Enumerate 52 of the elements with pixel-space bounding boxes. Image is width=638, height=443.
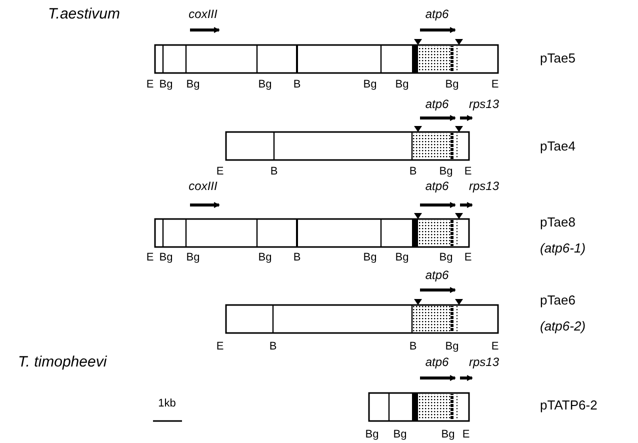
restriction-site-label: Bg (441, 430, 455, 440)
restriction-site-label: Bg (258, 80, 272, 90)
species-name: T.aestivum (48, 6, 120, 22)
restriction-site-label: B (293, 252, 301, 264)
restriction-site-label: B (409, 166, 417, 178)
restriction-site-label: Bg (258, 252, 272, 264)
clone-name: pTae5 (540, 52, 576, 64)
gene-copy-label: (atp6-1) (540, 242, 586, 254)
restriction-site-label: E (491, 342, 499, 352)
scale-label: 1kb (158, 398, 176, 410)
restriction-site-label: Bg (365, 430, 379, 440)
restriction-site-label: E (216, 342, 224, 352)
restriction-site-label: B (409, 342, 417, 352)
restriction-site-label: E (464, 166, 472, 178)
restriction-site-label: Bg (363, 252, 377, 264)
restriction-site-label: Bg (439, 252, 453, 264)
restriction-site-label: Bg (363, 80, 377, 90)
restriction-site-label: Bg (186, 80, 200, 90)
gene-label: coxIII (188, 180, 218, 192)
restriction-site-label: E (462, 430, 470, 440)
gene-label: atp6 (425, 269, 449, 281)
gene-copy-label: (atp6-2) (540, 320, 586, 332)
gene-label: atp6 (425, 356, 449, 368)
restriction-site-label: B (293, 80, 301, 90)
clone-name: pTae6 (540, 294, 576, 306)
gene-label: rps13 (468, 356, 500, 368)
species-name: T. timopheevi (18, 354, 107, 370)
restriction-site-label: E (146, 80, 154, 90)
restriction-site-label: Bg (186, 252, 200, 264)
restriction-site-label: Bg (159, 252, 173, 264)
restriction-site-label: B (269, 342, 277, 352)
restriction-site-label: E (491, 80, 499, 90)
gene-label: coxIII (188, 8, 218, 20)
restriction-site-label: Bg (393, 430, 407, 440)
restriction-site-label: Bg (445, 342, 459, 352)
clone-name: pTae8 (540, 216, 576, 228)
restriction-site-label: E (464, 252, 472, 264)
restriction-site-label: Bg (395, 80, 409, 90)
clone-name: pTae4 (540, 140, 576, 152)
gene-label: rps13 (468, 180, 500, 192)
clone-name: pTATP6-2 (540, 398, 598, 412)
restriction-site-label: B (270, 166, 278, 178)
gene-label: rps13 (468, 98, 500, 110)
gene-label: atp6 (425, 8, 449, 20)
restriction-site-label: Bg (395, 252, 409, 264)
restriction-site-label: E (216, 166, 224, 178)
restriction-site-label: Bg (445, 80, 459, 90)
restriction-site-label: E (146, 252, 154, 264)
restriction-site-label: Bg (159, 80, 173, 90)
gene-label: atp6 (425, 180, 449, 192)
restriction-site-label: Bg (439, 166, 453, 178)
gene-label: atp6 (425, 98, 449, 110)
